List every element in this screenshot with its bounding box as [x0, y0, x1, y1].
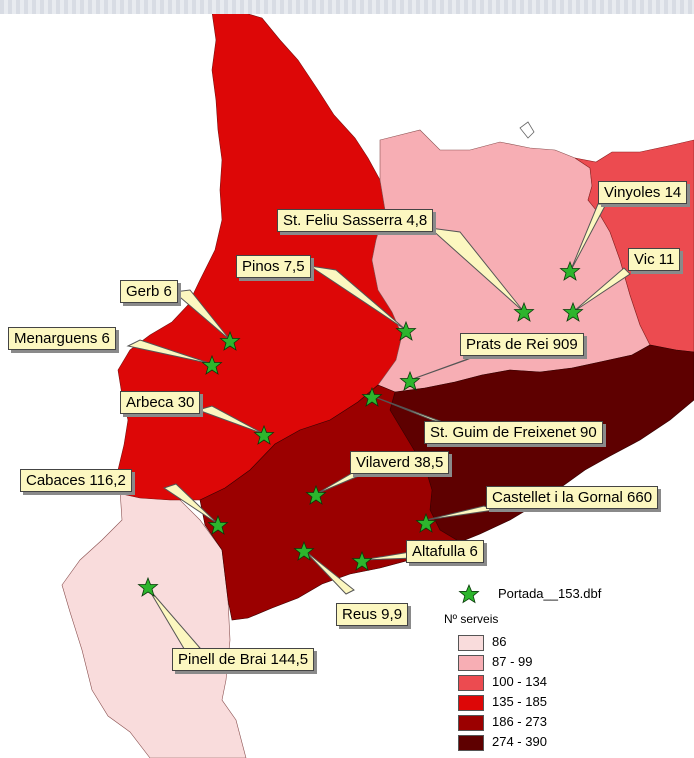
- window-top-strip: [0, 0, 694, 14]
- callout-leaders: [126, 203, 631, 653]
- star-icon: [458, 584, 480, 604]
- star-icon: [219, 330, 241, 351]
- callout-arbeca[interactable]: Arbeca 30: [120, 391, 201, 414]
- callout-cabaces[interactable]: Cabaces 116,2: [20, 469, 132, 492]
- map-legend: Portada__153.dbf Nº serveis 86 87 - 99 1…: [444, 584, 602, 751]
- callout-gerb[interactable]: Gerb 6: [120, 280, 178, 303]
- callout-reus[interactable]: Reus 9,9: [336, 603, 409, 626]
- star-icon: [361, 386, 383, 407]
- star-icon: [351, 550, 373, 571]
- star-icon: [293, 540, 315, 561]
- callout-vic[interactable]: Vic 11: [628, 248, 681, 271]
- service-points: [137, 260, 584, 597]
- star-icon: [415, 512, 437, 533]
- callout-prats[interactable]: Prats de Rei 909: [460, 333, 584, 356]
- callout-pinell[interactable]: Pinell de Brai 144,5: [172, 648, 315, 671]
- region-southcentral[interactable]: [199, 384, 461, 621]
- star-icon: [395, 320, 417, 341]
- star-icon: [399, 370, 421, 391]
- star-icon: [559, 260, 581, 281]
- callout-st-guim[interactable]: St. Guim de Freixenet 90: [424, 421, 603, 444]
- star-icon: [201, 354, 223, 375]
- star-icon: [253, 424, 275, 445]
- legend-swatch: [458, 695, 484, 711]
- callout-vilaverd[interactable]: Vilaverd 38,5: [350, 451, 450, 474]
- legend-points-label: Portada__153.dbf: [498, 586, 602, 601]
- map-coast-detail: [519, 121, 535, 139]
- legend-swatch: [458, 735, 484, 751]
- legend-swatch: [458, 715, 484, 731]
- legend-field-title: Nº serveis: [444, 612, 499, 626]
- star-icon: [562, 301, 584, 322]
- callout-castellet[interactable]: Castellet i la Gornal 660: [486, 486, 659, 509]
- callout-st-feliu[interactable]: St. Feliu Sasserra 4,8: [277, 209, 434, 232]
- callout-pinos[interactable]: Pinos 7,5: [236, 255, 311, 278]
- legend-swatch: [458, 655, 484, 671]
- star-icon: [207, 514, 229, 535]
- star-icon: [513, 301, 535, 322]
- star-icon: [137, 576, 159, 597]
- callout-vinyoles[interactable]: Vinyoles 14: [598, 181, 688, 204]
- callout-menarguens[interactable]: Menarguens 6: [8, 327, 116, 350]
- star-icon: [305, 484, 327, 505]
- legend-swatch: [458, 635, 484, 651]
- callout-altafulla[interactable]: Altafulla 6: [406, 540, 484, 563]
- legend-swatch: [458, 675, 484, 691]
